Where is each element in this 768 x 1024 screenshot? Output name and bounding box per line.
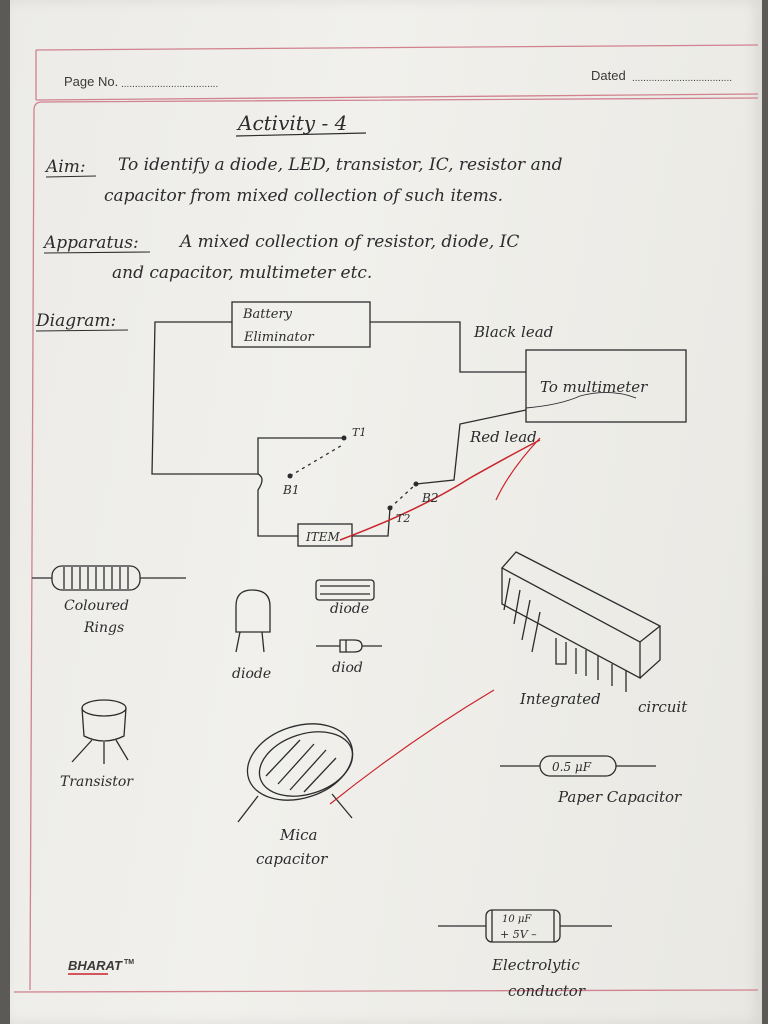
- wire-b1-item: [257, 473, 298, 537]
- resistor-label-2: Rings: [83, 620, 124, 636]
- aim-label: Aim:: [44, 157, 86, 177]
- ic-drawing: [500, 551, 662, 692]
- resistor-label-1: Coloured: [64, 598, 129, 614]
- apparatus-line-2: and capacitor, multimeter etc.: [112, 263, 372, 283]
- activity-title: Activity - 4: [236, 111, 347, 135]
- dated-field: ....................................: [632, 73, 732, 84]
- terminal-b1: [287, 473, 293, 479]
- brand-tm: TM: [124, 959, 134, 966]
- t1-label: T1: [352, 426, 366, 439]
- switch-1: [289, 443, 345, 477]
- b2-label: B2: [421, 491, 438, 505]
- page-no-field: ...................................: [121, 79, 218, 90]
- terminal-dots: [287, 435, 419, 511]
- wire-t1: [257, 437, 344, 474]
- electrolytic-value-2: + 5V –: [500, 928, 537, 941]
- brand-logo: BHARAT: [68, 958, 123, 973]
- page-no-label: Page No.: [64, 74, 118, 89]
- apparatus-label: Apparatus:: [42, 233, 139, 253]
- battery-label-1: Battery: [242, 307, 293, 322]
- item-label: ITEM: [305, 530, 341, 544]
- mica-label-2: capacitor: [256, 850, 328, 868]
- paper-cap-label: Paper Capacitor: [557, 788, 682, 806]
- mica-capacitor-drawing: [237, 723, 354, 823]
- t2-label: T2: [396, 512, 410, 525]
- battery-eliminator-box: [231, 301, 371, 348]
- diode-bar-label: diode: [330, 601, 369, 617]
- dated-label: Dated: [591, 68, 626, 83]
- paper-capacitor-drawing: [500, 755, 656, 777]
- wire-black-lead: [370, 321, 526, 373]
- terminal-t1: [341, 435, 347, 441]
- aim-underline: [45, 175, 97, 178]
- multimeter-label: To multimeter: [540, 378, 648, 396]
- switch-2: [389, 483, 417, 509]
- mica-label-1: Mica: [279, 826, 318, 844]
- multimeter-scribble: [525, 392, 637, 409]
- apparatus-line-1: A mixed collection of resistor, diode, I…: [178, 232, 519, 252]
- circuit-diagram: [151, 301, 687, 547]
- mica-red-line: [329, 689, 495, 805]
- notebook-page: [10, 0, 762, 1024]
- wire-b2: [415, 409, 527, 485]
- aim-line-2: capacitor from mixed collection of such …: [104, 186, 503, 206]
- paper-cap-value: 0.5 μF: [552, 760, 592, 774]
- terminal-t2: [387, 505, 393, 511]
- diagram-label: Diagram:: [35, 311, 116, 331]
- electrolytic-value-1: 10 μF: [502, 914, 532, 925]
- multimeter-box: [525, 349, 687, 423]
- electrolytic-label-2: conductor: [508, 982, 586, 1000]
- title-underline: [235, 132, 367, 137]
- red-lead-label: Red lead: [469, 428, 537, 446]
- terminal-b2: [413, 481, 419, 487]
- diode-small-label: diod: [332, 660, 363, 676]
- led-label: diode: [232, 666, 271, 682]
- resistor-drawing: [32, 565, 186, 591]
- apparatus-underline: [43, 251, 151, 254]
- aim-line-1: To identify a diode, LED, transistor, IC…: [118, 155, 563, 175]
- electrolytic-capacitor-drawing: [438, 909, 612, 943]
- diode-small-drawing: [316, 639, 382, 653]
- wire-item-t2: [352, 507, 391, 537]
- diagram-underline: [35, 329, 129, 332]
- black-lead-label: Black lead: [473, 323, 553, 341]
- b1-label: B1: [282, 483, 299, 497]
- ic-label-2: circuit: [638, 698, 688, 716]
- battery-label-2: Eliminator: [243, 330, 314, 345]
- red-lead-wire: [339, 439, 541, 541]
- transistor-drawing: [71, 699, 129, 764]
- ic-label-1: Integrated: [519, 690, 601, 708]
- wire-left: [151, 321, 258, 475]
- diode-bar-drawing: [315, 579, 375, 601]
- header-frame: [13, 44, 759, 993]
- transistor-label: Transistor: [60, 774, 134, 790]
- led-drawing: [235, 589, 271, 653]
- electrolytic-label-1: Electrolytic: [491, 956, 580, 974]
- red-lead-branch: [495, 437, 541, 501]
